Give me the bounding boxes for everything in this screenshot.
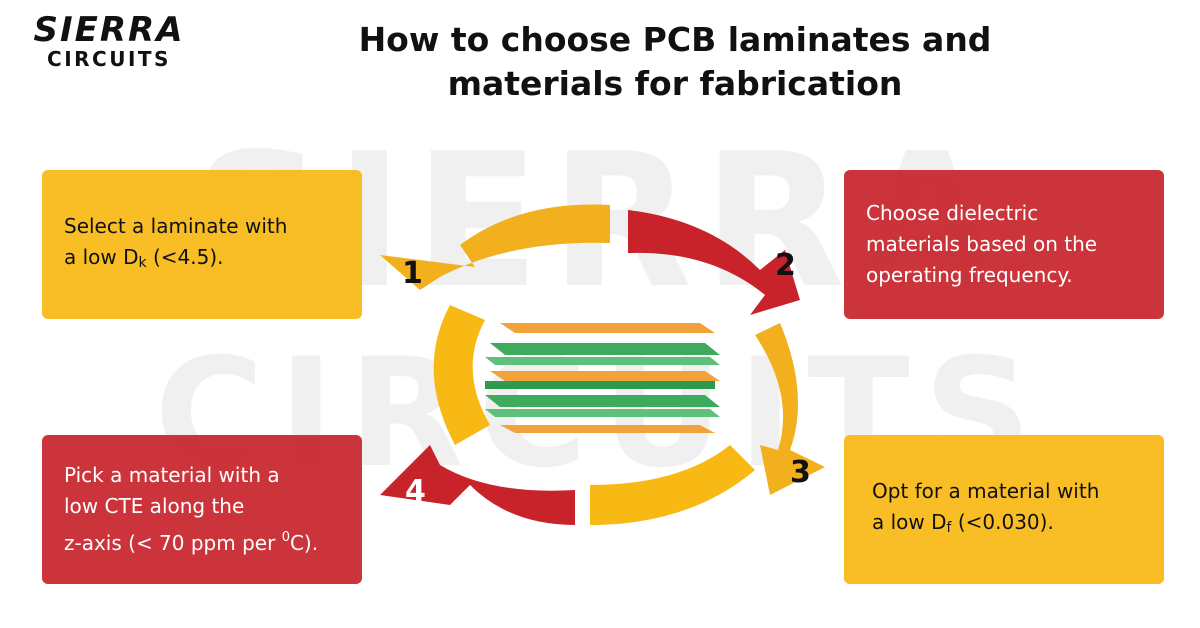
step-4-superscript: 0 [281,530,290,545]
title-line-1: How to choose PCB laminates and [358,20,992,59]
step-2-line-1: Choose dielectric [866,201,1039,225]
step-1-line-2-suffix: (<4.5). [146,244,224,269]
pcb-laminate-stack-icon [485,323,720,433]
step-2-line-3: operating frequency. [866,263,1073,287]
cycle-diagram [380,204,825,525]
step-3-line-1: Opt for a material with [872,478,1100,503]
page-title: How to choose PCB laminates and material… [300,18,1050,106]
step-1-line-2-prefix: a low D [64,244,139,269]
step-4-line-3: z-axis (< 70 ppm per 0C). [64,522,318,559]
logo-text-circuits: CIRCUITS [47,47,171,71]
cycle-arrow-3 [755,323,825,495]
step-card-4-text: Pick a material with a low CTE along the… [64,460,318,559]
step-4-line-1: Pick a material with a [64,463,280,487]
step-4-line-3-prefix: z-axis (< 70 ppm per [64,531,282,555]
cycle-arrow-bottom-right [590,445,755,525]
step-card-4: Pick a material with a low CTE along the… [42,435,362,584]
cycle-arrow-4 [380,445,575,525]
step-card-3: Opt for a material with a low Df (<0.030… [844,435,1164,584]
step-card-3-text: Opt for a material with a low Df (<0.030… [866,476,1099,544]
step-2-line-2: materials based on the [866,232,1098,256]
step-number-2: 2 [775,248,796,283]
step-4-line-3-suffix: C). [289,531,319,555]
step-3-line-2: a low Df (<0.030). [872,507,1099,544]
step-3-line-2-suffix: (<0.030). [951,509,1054,534]
step-1-subscript: k [138,254,147,271]
step-4-line-2: low CTE along the [64,494,245,518]
step-card-2-text: Choose dielectric materials based on the… [866,198,1097,291]
step-1-line-1: Select a laminate with [64,213,288,238]
logo-text-sierra: SIERRA [33,10,185,50]
step-number-1: 1 [402,256,423,291]
step-card-2: Choose dielectric materials based on the… [844,170,1164,319]
cycle-arrow-2 [628,210,800,315]
step-card-1-text: Select a laminate with a low Dk (<4.5). [64,211,287,279]
step-3-line-2-prefix: a low D [872,509,947,534]
step-3-subscript: f [946,519,952,536]
step-1-line-2: a low Dk (<4.5). [64,242,287,279]
sierra-circuits-logo: SIERRA CIRCUITS [14,12,204,78]
cycle-arrow-left [433,305,490,445]
title-line-2: materials for fabrication [447,64,903,103]
step-number-4: 4 [405,474,426,509]
step-number-3: 3 [790,455,811,490]
step-card-1: Select a laminate with a low Dk (<4.5). [42,170,362,319]
cycle-arrow-1 [380,204,610,290]
